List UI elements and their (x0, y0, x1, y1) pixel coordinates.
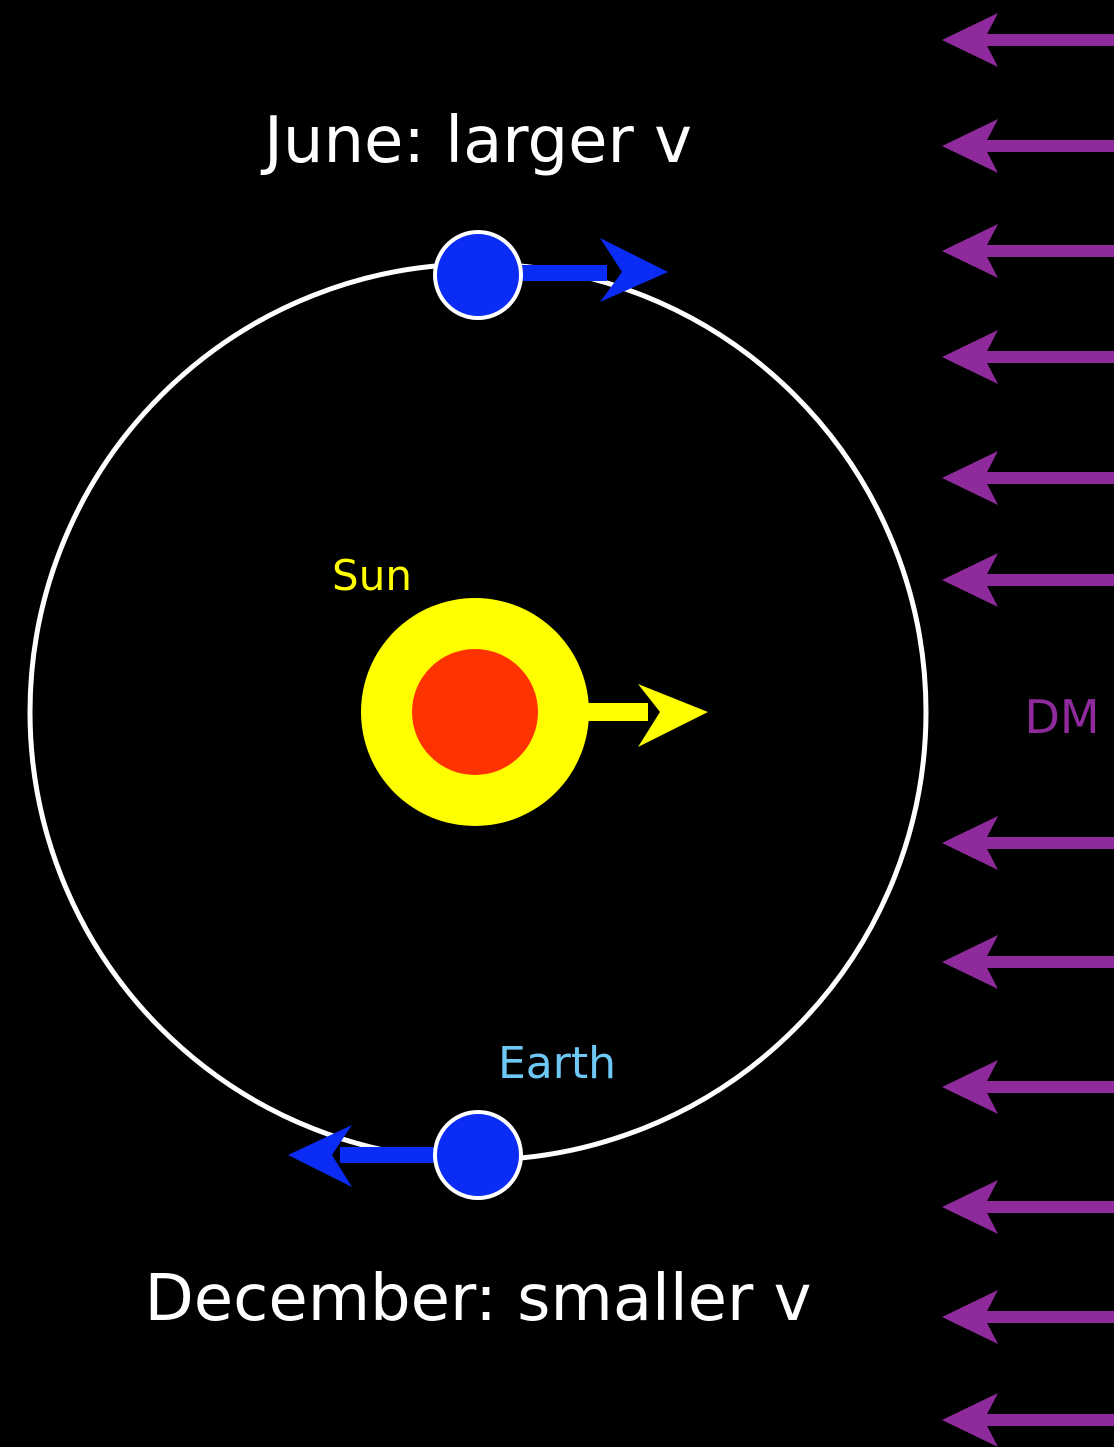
dm-wind-arrows (942, 13, 1114, 1447)
dm-wind-arrow-icon (942, 1393, 1114, 1447)
earth-june (433, 230, 523, 320)
june-velocity-arrow (515, 238, 668, 302)
dm-wind-arrow-icon (942, 1060, 1114, 1114)
earth-label: Earth (498, 1038, 616, 1089)
december-velocity-arrow (288, 1125, 440, 1187)
dm-wind-arrow-icon (942, 1290, 1114, 1344)
dm-wind-arrow-icon (942, 1180, 1114, 1234)
dm-label: DM (1024, 690, 1099, 744)
dm-wind-arrow-icon (942, 451, 1114, 505)
sun-core (412, 649, 538, 775)
dm-wind-arrow-icon (942, 224, 1114, 278)
dm-wind-arrow-icon (942, 330, 1114, 384)
dm-wind-arrow-icon (942, 816, 1114, 870)
dm-wind-arrow-icon (942, 553, 1114, 607)
december-label: December: smaller v (144, 1262, 811, 1336)
june-label: June: larger v (260, 104, 692, 178)
dm-wind-arrow-icon (942, 13, 1114, 67)
earth-december (433, 1110, 523, 1200)
sun-label: Sun (332, 551, 412, 600)
dm-wind-arrow-icon (942, 119, 1114, 173)
sun-velocity-arrow (588, 684, 708, 747)
dm-wind-arrow-icon (942, 935, 1114, 989)
